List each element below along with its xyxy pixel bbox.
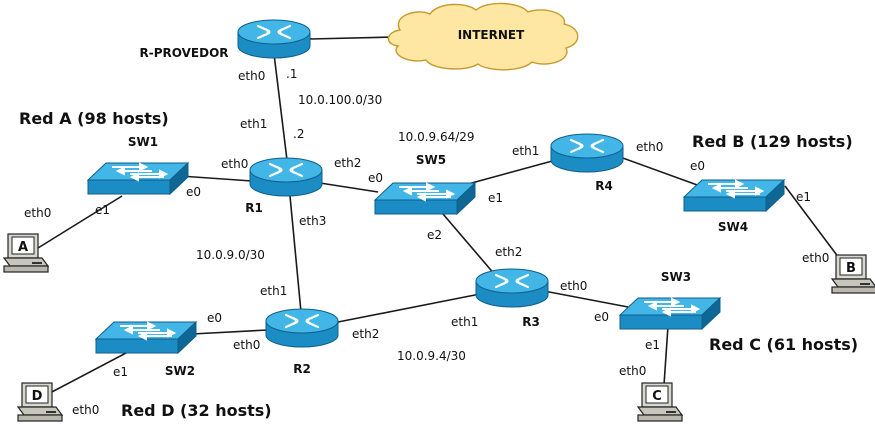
- iface-label: e0: [186, 185, 201, 199]
- subnet-sw5-label: 10.0.9.64/29: [398, 130, 475, 144]
- link-r2-r3: [337, 293, 481, 323]
- iface-label: eth1: [512, 144, 539, 158]
- iface-label: .2: [293, 127, 304, 141]
- iface-label: eth0: [560, 279, 587, 293]
- iface-label: eth2: [495, 245, 522, 259]
- iface-label: eth1: [260, 284, 287, 298]
- link-sw5-r3: [442, 213, 497, 277]
- network-red-d-label: Red D (32 hosts): [121, 401, 272, 420]
- router-r1[interactable]: R1: [245, 156, 324, 215]
- iface-label: e1: [113, 365, 128, 379]
- links: [37, 36, 843, 395]
- switch-icon: [683, 179, 785, 212]
- switch-sw5-label: SW5: [416, 153, 446, 167]
- link-sw5-r4: [467, 159, 557, 185]
- switch-icon: [619, 297, 721, 330]
- router-icon: [236, 18, 312, 60]
- host-d-label: D: [32, 389, 43, 404]
- subnet-r2-r3-label: 10.0.9.4/30: [397, 349, 466, 363]
- router-r3-label: R3: [522, 315, 540, 329]
- iface-label: eth1: [240, 117, 267, 131]
- link-sw4-hostB: [784, 185, 843, 263]
- iface-label: eth0: [636, 140, 663, 154]
- link-rprovedor-r1: [273, 53, 288, 161]
- iface-label: e0: [594, 310, 609, 324]
- link-r4-sw4: [619, 156, 701, 187]
- iface-label: eth0: [802, 251, 829, 265]
- link-r3-sw3: [543, 290, 629, 308]
- iface-label: e1: [645, 338, 660, 352]
- iface-label: e0: [690, 159, 705, 173]
- link-r1-r2: [289, 195, 302, 313]
- iface-label: eth0: [238, 69, 265, 83]
- router-icon: [248, 156, 324, 198]
- link-sw2-hostD: [47, 351, 129, 395]
- router-r3[interactable]: R3: [474, 267, 550, 329]
- host-a[interactable]: A: [3, 233, 49, 273]
- switch-icon: [374, 182, 476, 215]
- link-r1-sw5: [319, 182, 379, 193]
- router-r2[interactable]: R2: [264, 307, 340, 376]
- iface-label: eth0: [72, 403, 99, 417]
- switch-sw1-label: SW1: [128, 135, 158, 149]
- router-r-provedor-label: R-PROVEDOR: [139, 46, 228, 60]
- router-r4[interactable]: R4: [549, 132, 625, 193]
- network-red-c-label: Red C (61 hosts): [709, 335, 858, 354]
- subnet-r1-r2-label: 10.0.9.0/30: [196, 248, 265, 262]
- link-sw1-hostA: [37, 195, 123, 249]
- subnet-provider-label: 10.0.100.0/30: [298, 93, 382, 107]
- switch-icon: [95, 321, 197, 354]
- host-c[interactable]: C: [637, 382, 683, 422]
- router-icon: [264, 307, 340, 349]
- host-c-label: C: [652, 389, 662, 404]
- switch-sw5[interactable]: SW5: [374, 153, 476, 215]
- iface-label: eth2: [334, 156, 361, 170]
- iface-label: e0: [368, 171, 383, 185]
- iface-label: e0: [207, 311, 222, 325]
- router-icon: [549, 132, 625, 174]
- switch-sw3[interactable]: SW3: [619, 270, 721, 330]
- switch-sw4-label: SW4: [718, 220, 748, 234]
- iface-label: e1: [95, 203, 110, 217]
- switch-icon: [87, 162, 189, 195]
- host-b-label: B: [846, 261, 856, 276]
- router-r-provedor[interactable]: R-PROVEDOR: [139, 18, 312, 60]
- iface-label: eth3: [299, 214, 326, 228]
- router-icon: [474, 267, 550, 309]
- switch-sw1[interactable]: SW1: [87, 135, 189, 195]
- host-a-label: A: [18, 240, 28, 255]
- switch-sw3-label: SW3: [661, 270, 691, 284]
- iface-label: eth0: [233, 338, 260, 352]
- switch-sw2[interactable]: SW2: [95, 321, 197, 378]
- host-b[interactable]: B: [831, 254, 875, 294]
- router-r1-label: R1: [245, 201, 263, 215]
- iface-label: eth0: [619, 364, 646, 378]
- link-rprovedor-internet: [309, 36, 394, 40]
- interface-labels: eth0 .1 .2 eth1 eth0 eth2 eth3 e0 e1 eth…: [24, 67, 829, 417]
- router-r2-label: R2: [293, 362, 311, 376]
- host-d[interactable]: D: [17, 382, 63, 422]
- switch-sw2-label: SW2: [165, 364, 195, 378]
- iface-label: e1: [796, 190, 811, 204]
- link-sw3-hostC: [663, 325, 669, 386]
- iface-label: e1: [488, 191, 503, 205]
- iface-label: eth0: [221, 157, 248, 171]
- iface-label: .1: [286, 67, 297, 81]
- iface-label: eth1: [451, 315, 478, 329]
- router-r4-label: R4: [595, 179, 613, 193]
- network-red-b-label: Red B (129 hosts): [692, 132, 853, 151]
- link-sw1-r1: [179, 175, 253, 182]
- link-sw2-r2: [191, 329, 269, 335]
- iface-label: e2: [427, 228, 442, 242]
- network-red-a-label: Red A (98 hosts): [19, 109, 169, 128]
- internet-cloud: INTERNET: [387, 2, 579, 71]
- switch-sw4[interactable]: SW4: [683, 179, 785, 234]
- iface-label: eth2: [352, 327, 379, 341]
- iface-label: eth0: [24, 206, 51, 220]
- internet-label: INTERNET: [458, 28, 525, 42]
